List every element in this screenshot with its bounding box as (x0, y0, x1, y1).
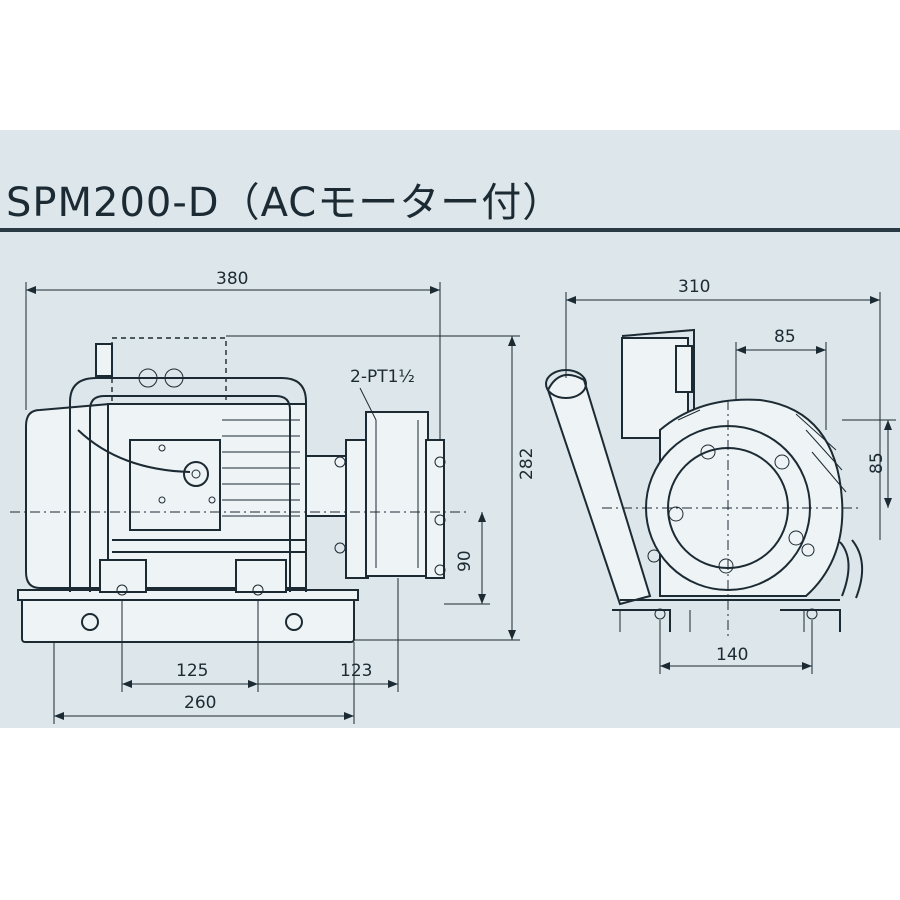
terminal-plate (129, 439, 221, 531)
label-90: 90 (455, 550, 475, 572)
side-view (545, 292, 896, 674)
label-260: 260 (184, 693, 216, 713)
base-hole-right (285, 613, 303, 631)
label-123: 123 (340, 661, 372, 681)
junction-bracket (621, 328, 695, 420)
label-125: 125 (176, 661, 208, 681)
base-hole-left (81, 613, 99, 631)
side-handle (546, 373, 652, 606)
carry-frame (69, 377, 307, 592)
pump-head (365, 411, 429, 577)
foot-right (235, 559, 287, 593)
front-view (10, 282, 520, 724)
side-cable (839, 541, 850, 597)
motor-end-cap (25, 402, 111, 589)
label-port: 2-PT1½ (350, 367, 415, 387)
port-leader (359, 387, 377, 421)
coupling (305, 455, 349, 517)
label-310: 310 (678, 277, 710, 297)
cable-gland (95, 343, 113, 377)
label-85-v: 85 (867, 452, 887, 474)
power-cord (77, 429, 191, 473)
label-85-h: 85 (774, 327, 796, 347)
label-140: 140 (716, 645, 748, 665)
title-underline (0, 228, 900, 232)
pump-flange-left (345, 439, 369, 579)
base-plate (21, 597, 355, 643)
label-282: 282 (517, 448, 537, 480)
fan-fins (677, 409, 847, 493)
foot-left (99, 559, 147, 593)
base-plate-lip (17, 589, 359, 601)
pump-flange-right (425, 439, 445, 579)
label-380: 380 (216, 269, 248, 289)
drawing-title: SPM200-D（ACモーター付） (6, 180, 564, 226)
motor-fins (222, 419, 300, 517)
